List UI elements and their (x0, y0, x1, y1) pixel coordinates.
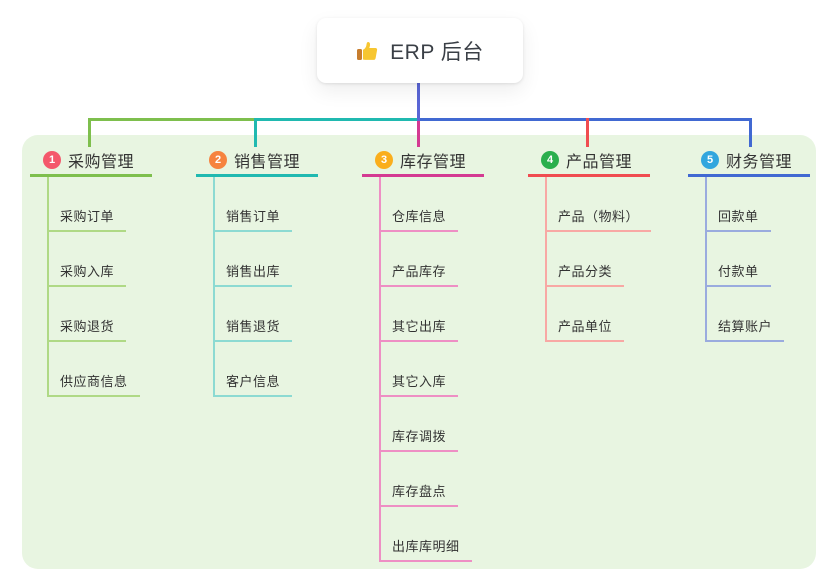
branch-title-label: 产品管理 (566, 154, 633, 171)
sub-node-label: 产品分类 (547, 265, 625, 287)
sub-node-label: 采购订单 (49, 210, 127, 232)
branch-title-label: 采购管理 (68, 154, 135, 171)
thumbs-up-icon (357, 41, 378, 60)
connector-drop-branch2 (254, 118, 257, 147)
mindmap-sub-node[interactable]: 产品库存 (381, 232, 472, 287)
branch-children: 产品（物料） 产品分类产品单位 (545, 177, 652, 342)
sub-node-label: 其它入库 (381, 375, 459, 397)
sub-node-label: 库存盘点 (381, 485, 459, 507)
mindmap-sub-node[interactable]: 采购订单 (49, 177, 140, 232)
branch-number-badge: 4 (541, 151, 559, 169)
branch-children: 采购订单采购入库采购退货供应商信息 (47, 177, 140, 397)
branch-node-title[interactable]: 4 产品管理 (528, 146, 651, 177)
mindmap-sub-node[interactable]: 付款单 (707, 232, 784, 287)
mindmap-sub-node[interactable]: 库存盘点 (381, 452, 472, 507)
sub-node-label: 销售订单 (215, 210, 293, 232)
branch-number-badge: 5 (701, 151, 719, 169)
sub-node-label: 产品（物料） (547, 210, 652, 232)
mindmap-sub-node[interactable]: 出库库明细 (381, 507, 472, 562)
mindmap-sub-node[interactable]: 采购退货 (49, 287, 140, 342)
mindmap-sub-node[interactable]: 产品分类 (547, 232, 651, 287)
branch-title-label: 财务管理 (726, 154, 793, 171)
connector-drop-branch4 (586, 118, 589, 147)
mindmap-sub-node[interactable]: 仓库信息 (381, 177, 472, 232)
branch-node-title[interactable]: 3 库存管理 (362, 146, 485, 177)
mindmap-sub-node[interactable]: 销售退货 (215, 287, 293, 342)
sub-node-label: 客户信息 (215, 375, 293, 397)
mindmap-sub-node[interactable]: 其它入库 (381, 342, 472, 397)
branch-title-label: 销售管理 (234, 154, 301, 171)
sub-node-label: 产品库存 (381, 265, 459, 287)
branch-inventory-management: 3 库存管理 仓库信息产品库存其它出库其它入库库存调拨库存盘点出库库明细 (362, 146, 485, 562)
branch-number-badge: 3 (375, 151, 393, 169)
sub-node-label: 回款单 (707, 210, 771, 232)
mindmap-sub-node[interactable]: 销售出库 (215, 232, 293, 287)
mindmap-sub-node[interactable]: 产品（物料） (547, 177, 652, 232)
sub-node-label: 产品单位 (547, 320, 625, 342)
branch-children: 销售订单销售出库销售退货客户信息 (213, 177, 293, 397)
branch-finance-management: 5 财务管理 回款单付款单结算账户 (688, 146, 811, 342)
mindmap-sub-node[interactable]: 采购入库 (49, 232, 140, 287)
mindmap-sub-node[interactable]: 回款单 (707, 177, 784, 232)
branch-children: 回款单付款单结算账户 (705, 177, 785, 342)
connector-bus-branch2 (254, 118, 418, 121)
branch-procurement-management: 1 采购管理 采购订单采购入库采购退货供应商信息 (30, 146, 153, 397)
branch-number-badge: 2 (209, 151, 227, 169)
branch-title-label: 库存管理 (400, 154, 467, 171)
root-node-label: ERP 后台 (390, 40, 484, 64)
mindmap-sub-node[interactable]: 客户信息 (215, 342, 293, 397)
connector-bus-branch1 (88, 118, 254, 121)
mindmap-sub-node[interactable]: 产品单位 (547, 287, 651, 342)
branch-node-title[interactable]: 1 采购管理 (30, 146, 153, 177)
connector-drop-branch1 (88, 118, 91, 147)
connector-root-drop (417, 83, 420, 121)
root-node-erp-backend[interactable]: ERP 后台 (317, 18, 523, 83)
mindmap-sub-node[interactable]: 供应商信息 (49, 342, 140, 397)
mindmap-sub-node[interactable]: 销售订单 (215, 177, 293, 232)
connector-bus-branch5 (418, 118, 751, 121)
branches-panel (22, 135, 816, 569)
sub-node-label: 其它出库 (381, 320, 459, 342)
branch-product-management: 4 产品管理 产品（物料） 产品分类产品单位 (528, 146, 652, 342)
sub-node-label: 供应商信息 (49, 375, 140, 397)
sub-node-label: 采购入库 (49, 265, 127, 287)
connector-drop-branch5 (749, 118, 752, 147)
branch-node-title[interactable]: 2 销售管理 (196, 146, 319, 177)
mindmap-sub-node[interactable]: 结算账户 (707, 287, 785, 342)
sub-node-label: 仓库信息 (381, 210, 459, 232)
sub-node-label: 销售退货 (215, 320, 293, 342)
sub-node-label: 库存调拨 (381, 430, 459, 452)
branch-children: 仓库信息产品库存其它出库其它入库库存调拨库存盘点出库库明细 (379, 177, 472, 562)
mindmap-sub-node[interactable]: 库存调拨 (381, 397, 472, 452)
sub-node-label: 付款单 (707, 265, 771, 287)
branch-node-title[interactable]: 5 财务管理 (688, 146, 811, 177)
sub-node-label: 出库库明细 (381, 540, 472, 562)
sub-node-label: 结算账户 (707, 320, 785, 342)
sub-node-label: 采购退货 (49, 320, 127, 342)
branch-number-badge: 1 (43, 151, 61, 169)
mindmap-sub-node[interactable]: 其它出库 (381, 287, 472, 342)
connector-drop-branch3 (417, 121, 420, 147)
branch-sales-management: 2 销售管理 销售订单销售出库销售退货客户信息 (196, 146, 319, 397)
sub-node-label: 销售出库 (215, 265, 293, 287)
